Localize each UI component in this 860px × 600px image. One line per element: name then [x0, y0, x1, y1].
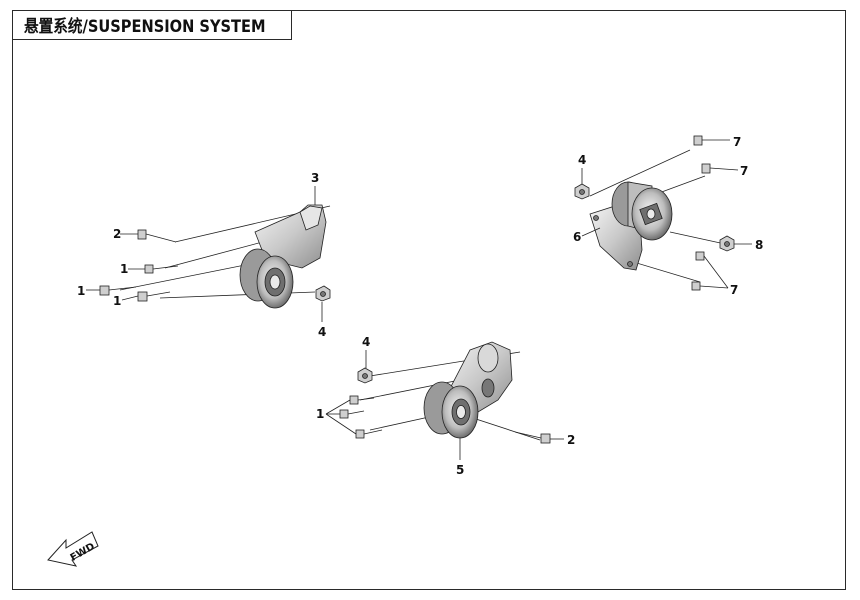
nut-4a — [315, 285, 331, 302]
callout-8-label: 8 — [755, 238, 763, 252]
bolt-7c — [691, 251, 705, 291]
bolt-1a — [144, 264, 179, 274]
bolt-2a — [137, 229, 177, 243]
bolt-1b — [99, 285, 137, 296]
forward-direction-arrow: FWD — [47, 531, 99, 567]
right-mount-assembly — [574, 135, 735, 291]
bolt-1d — [339, 395, 383, 439]
callout-1-label: 1 — [316, 407, 324, 421]
bolt-1c — [137, 291, 171, 302]
callout-4-label: 4 — [362, 335, 370, 349]
callout-7-label: 7 — [730, 283, 738, 297]
nut-8 — [719, 235, 735, 252]
callout-1-label: 1 — [120, 262, 128, 276]
leader-lines — [86, 139, 752, 460]
callout-1-label: 1 — [113, 294, 121, 308]
callout-5-label: 5 — [456, 463, 464, 477]
callout-1-label: 2 — [113, 227, 121, 241]
callout-4-label: 4 — [578, 153, 586, 167]
nut-4c — [574, 183, 590, 200]
callout-6-label: 6 — [573, 230, 581, 244]
callout-4-label: 4 — [318, 325, 326, 339]
diagram-frame — [12, 10, 846, 590]
callout-7-label: 7 — [740, 164, 748, 178]
callout-1-label: 1 — [77, 284, 85, 298]
left-mount-assembly — [99, 204, 331, 309]
bolt-7a — [693, 135, 703, 146]
callout-2-label: 2 — [567, 433, 575, 447]
callout-3-label: 3 — [311, 171, 319, 185]
diagram-title: 悬置系统/SUSPENSION SYSTEM — [24, 17, 266, 37]
bolt-2b — [514, 431, 551, 444]
callout-7-label: 7 — [733, 135, 741, 149]
title-box: 悬置系统/SUSPENSION SYSTEM — [12, 10, 292, 40]
nut-4b — [357, 367, 373, 384]
callout-labels: 2 1 1 1 3 4 4 1 2 5 4 6 7 7 8 7 — [77, 135, 763, 477]
bolt-7b — [701, 163, 711, 174]
center-mount-assembly — [339, 341, 551, 444]
